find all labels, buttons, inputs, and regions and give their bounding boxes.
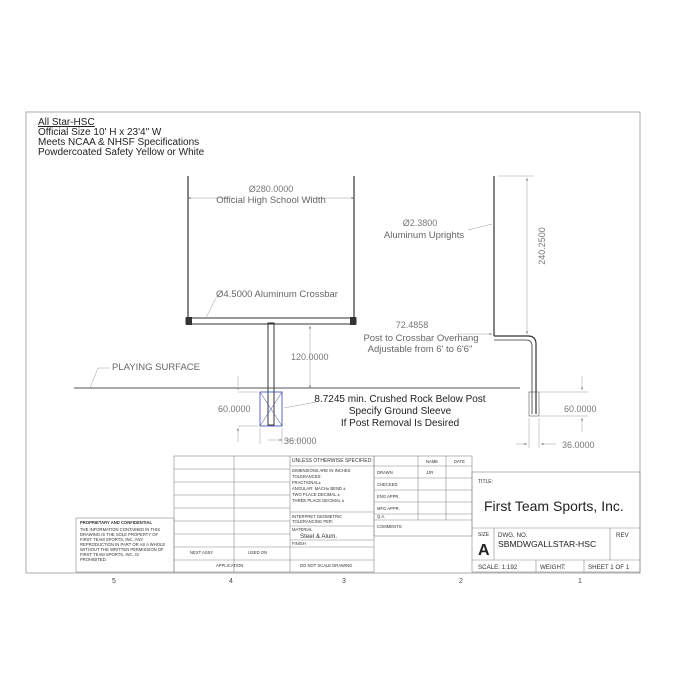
sleeve-diagonal bbox=[259, 391, 283, 427]
sleeve-width-dimension: 36.0000 bbox=[284, 436, 317, 446]
row-checked: CHECKED bbox=[377, 482, 397, 487]
proprietary-line: FIRST TEAM SPORTS, INC. IS bbox=[80, 552, 139, 557]
proprietary-line: FIRST TEAM SPORTS, INC. ANY bbox=[80, 537, 143, 542]
company-name: First Team Sports, Inc. bbox=[484, 498, 624, 514]
size-label: SIZE bbox=[478, 532, 490, 538]
playing-surface-label: PLAYING SURFACE bbox=[112, 362, 200, 373]
side-gooseneck bbox=[494, 335, 537, 414]
header-notes: All Star-HSC Official Size 10' H x 23'4"… bbox=[38, 117, 205, 158]
zone-number: 2 bbox=[459, 578, 463, 585]
name-header: NAME bbox=[426, 459, 438, 464]
row-eng-appr: ENG APPR. bbox=[377, 494, 400, 499]
dwg-no-label: DWG. NO. bbox=[498, 532, 528, 539]
interpret-line: TOLERANCING PER: bbox=[292, 519, 333, 524]
rock-note-line2: Specify Ground Sleeve bbox=[349, 406, 452, 417]
crossbar-collar-right bbox=[350, 317, 356, 325]
proprietary-line: PROHIBITED. bbox=[80, 557, 107, 562]
title-block: UNLESS OTHERWISE SPECIFIED: DIMENSIONS A… bbox=[75, 455, 641, 573]
rock-note-line1: 8.7245 min. Crushed Rock Below Post bbox=[314, 394, 485, 405]
row-mfg-appr: MFG APPR. bbox=[377, 506, 400, 511]
side-view: 240.2500 Ø2.3800 Aluminum Uprights 72.48… bbox=[363, 175, 597, 450]
title-label: TITLE: bbox=[478, 479, 493, 485]
tolerance-line: TOLERANCES: bbox=[292, 474, 321, 479]
material-value: Steel & Alum. bbox=[300, 533, 337, 540]
zone-markers: 5 4 3 2 1 bbox=[112, 578, 582, 585]
rock-note-line3: If Post Removal Is Desired bbox=[341, 418, 459, 429]
application: APPLICATION bbox=[216, 563, 243, 568]
crossbar-collar-left bbox=[186, 317, 192, 325]
tolerance-line: THREE PLACE DECIMAL ± bbox=[292, 498, 345, 503]
row-qa: Q.A. bbox=[377, 514, 385, 519]
tolerance-line: DIMENSIONS ARE IN INCHES bbox=[292, 468, 351, 473]
tolerance-line: ANGULAR: MACH± BEND ± bbox=[292, 486, 346, 491]
upright-diameter: Ø2.3800 bbox=[403, 218, 438, 228]
unless-specified: UNLESS OTHERWISE SPECIFIED: bbox=[292, 458, 373, 464]
spec-line-size: Official Size 10' H x 23'4" W bbox=[38, 127, 162, 138]
side-post-depth: 60.0000 bbox=[564, 404, 597, 414]
sheet-number: SHEET 1 OF 1 bbox=[588, 564, 630, 571]
finish-label: FINISH bbox=[292, 541, 306, 546]
zone-number: 5 bbox=[112, 578, 116, 585]
overhang-dimension: 72.4858 bbox=[396, 320, 429, 330]
row-drawn: DRAWN bbox=[377, 470, 393, 475]
crossbar-label: Ø4.5000 Aluminum Crossbar bbox=[216, 289, 338, 300]
upright-label: Aluminum Uprights bbox=[384, 230, 464, 241]
side-ground-sleeve bbox=[528, 391, 540, 417]
width-dimension: Ø280.0000 bbox=[249, 184, 294, 194]
material-label: MATERIAL bbox=[292, 527, 313, 532]
scale: SCALE: 1:192 bbox=[478, 564, 518, 571]
next-assy: NEXT ASSY bbox=[190, 550, 213, 555]
proprietary-line: DRAWING IS THE SOLE PROPERTY OF bbox=[80, 532, 158, 537]
proprietary-title: PROPRIETARY AND CONFIDENTIAL bbox=[80, 520, 153, 525]
zone-number: 3 bbox=[342, 578, 346, 585]
overhang-note-line1: Post to Crossbar Overhang bbox=[363, 333, 478, 344]
zone-number: 4 bbox=[229, 578, 233, 585]
do-not-scale: DO NOT SCALE DRAWING bbox=[300, 563, 352, 568]
side-sleeve-width: 36.0000 bbox=[562, 440, 595, 450]
rev-label: REV bbox=[616, 532, 630, 539]
spec-line-finish: Powdercoated Safety Yellow or White bbox=[38, 147, 205, 158]
proprietary-line: WITHOUT THE WRITTEN PERMISSION OF bbox=[80, 547, 164, 552]
dwg-no: SBMDWGALLSTAR-HSC bbox=[498, 539, 596, 549]
proprietary-line: THE INFORMATION CONTAINED IN THIS bbox=[80, 527, 160, 532]
drawn-by: JJR bbox=[426, 470, 433, 475]
overhang-note-line2: Adjustable from 6' to 6'6" bbox=[368, 344, 473, 355]
proprietary-line: REPRODUCTION IN PART OR AS A WHOLE bbox=[80, 542, 165, 547]
zone-number: 1 bbox=[578, 578, 582, 585]
interpret-line: INTERPRET GEOMETRIC bbox=[292, 514, 342, 519]
date-header: DATE bbox=[454, 459, 465, 464]
width-note: Official High School Width bbox=[216, 195, 326, 206]
tolerance-line: FRACTIONAL± bbox=[292, 480, 322, 485]
weight: WEIGHT: bbox=[540, 564, 566, 571]
row-comments: COMMENTS: bbox=[377, 524, 403, 529]
center-post bbox=[267, 322, 275, 426]
size-value: A bbox=[478, 542, 490, 559]
drawing-title: All Star-HSC bbox=[38, 117, 95, 128]
tolerance-line: TWO PLACE DECIMAL ± bbox=[292, 492, 340, 497]
post-depth-dimension: 60.0000 bbox=[218, 404, 251, 414]
ground-sleeve bbox=[259, 391, 283, 427]
height-dimension: 120.0000 bbox=[291, 352, 329, 362]
used-on: USED ON bbox=[248, 550, 267, 555]
front-view: Ø280.0000 Official High School Width Ø4.… bbox=[74, 176, 520, 446]
sheet-border bbox=[25, 111, 641, 574]
upright-height-dimension: 240.2500 bbox=[537, 227, 547, 265]
spec-line-standards: Meets NCAA & NHSF Specifications bbox=[38, 137, 199, 148]
